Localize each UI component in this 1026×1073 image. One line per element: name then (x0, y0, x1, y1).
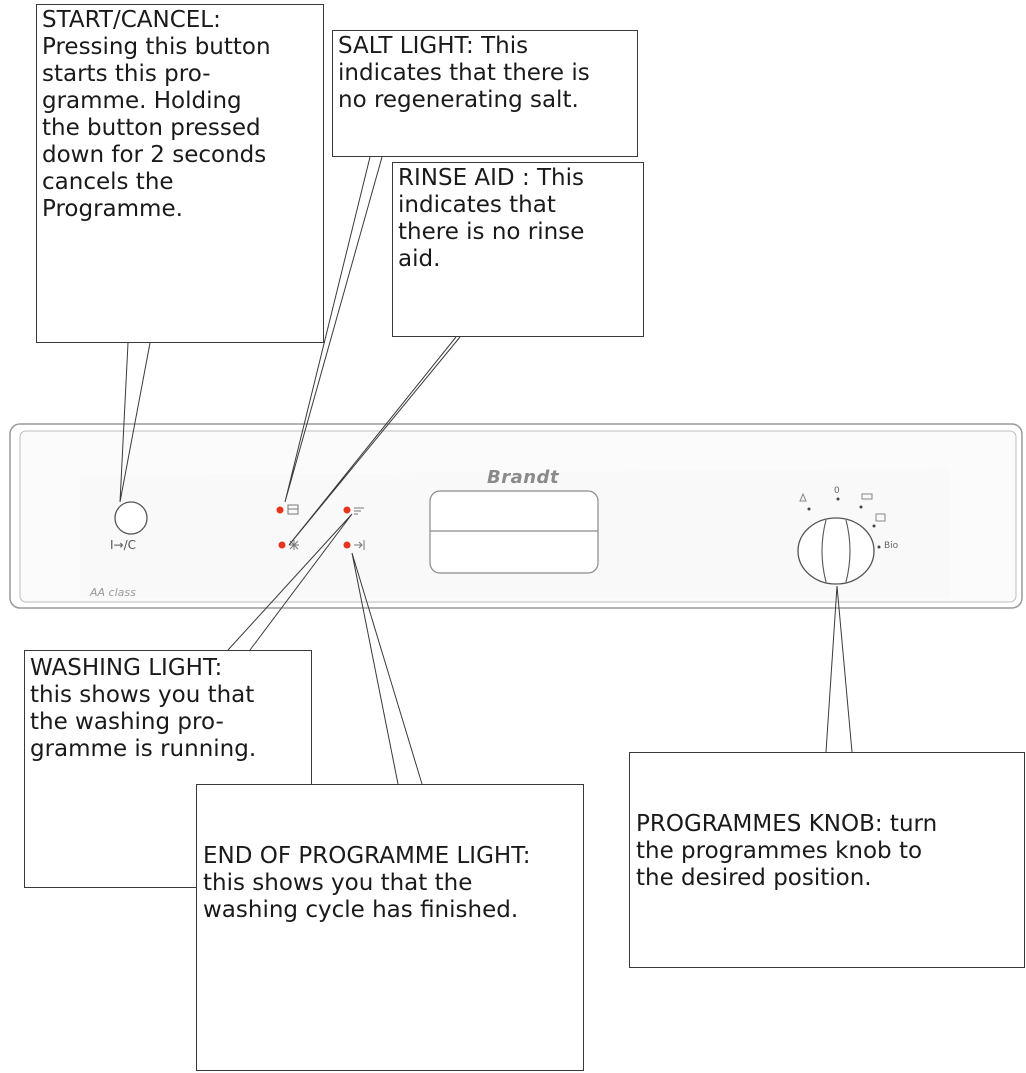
salt-icon (287, 504, 299, 515)
end-programme-led (343, 541, 351, 549)
callout-line: starts this pro- (42, 61, 211, 87)
callout-line: cancels the (42, 169, 174, 195)
leader-end (351, 552, 423, 785)
knob-grip (821, 519, 851, 583)
callout-line: gramme. Holding (42, 88, 242, 114)
washing-led (343, 506, 351, 514)
leader-rinse (288, 336, 461, 546)
brand-logo: Brandt (487, 467, 560, 488)
callout-line: the washing pro- (30, 709, 224, 735)
callout-line: no regenerating salt. (338, 87, 579, 113)
callout-line: the programmes knob to (636, 838, 923, 864)
leader-wash (227, 513, 353, 651)
callout-line: aid. (398, 246, 441, 272)
callout-line: the button pressed (42, 115, 261, 141)
callout-rinse-aid: RINSE AID : This indicates that there is… (392, 162, 644, 337)
callout-programmes-knob: PROGRAMMES KNOB: turn the programmes kno… (629, 752, 1025, 968)
callout-line: START/CANCEL: (42, 7, 221, 33)
knob-dot-2 (836, 497, 840, 501)
leader-salt (284, 156, 383, 503)
start-button-label: I→/C (110, 538, 137, 552)
callout-line: this shows you that (30, 682, 255, 708)
display-window (429, 490, 599, 574)
callout-line: indicates that there is (338, 60, 590, 86)
knob-dot-4 (872, 524, 876, 528)
callout-start-cancel: START/CANCEL: Pressing this button start… (36, 4, 324, 343)
callout-line: gramme is running. (30, 736, 257, 762)
callout-line: this shows you that the (203, 870, 473, 896)
programmes-knob[interactable] (797, 517, 875, 585)
knob-bio-mark: Bio (884, 541, 899, 551)
knob-dot-3 (859, 505, 863, 509)
callout-line: PROGRAMMES KNOB: turn (636, 811, 938, 837)
callout-line: END OF PROGRAMME LIGHT: (203, 843, 531, 869)
callout-text: END OF PROGRAMME LIGHT: this shows you t… (203, 843, 530, 924)
callout-line: washing cycle has finished. (203, 897, 519, 923)
leader-start (119, 342, 151, 503)
callout-end-of-programme: END OF PROGRAMME LIGHT: this shows you t… (196, 784, 584, 1071)
leader-lines (119, 156, 853, 785)
callout-text: WASHING LIGHT: this shows you that the w… (30, 655, 256, 763)
knob-dot-1 (807, 507, 811, 511)
callout-line: there is no rinse (398, 219, 585, 245)
callout-line: indicates that (398, 192, 556, 218)
callout-salt-light: SALT LIGHT: This indicates that there is… (332, 30, 638, 157)
callout-text: PROGRAMMES KNOB: turn the programmes kno… (636, 811, 937, 892)
callout-line: down for 2 seconds (42, 142, 267, 168)
callout-line: RINSE AID : This (398, 165, 585, 191)
rinse-aid-led (278, 541, 286, 549)
energy-class-label: AA class (90, 586, 136, 599)
knob-dot-5 (877, 545, 881, 549)
start-cancel-button[interactable] (114, 501, 148, 535)
washing-icon (354, 507, 364, 515)
knob-programme-icons (799, 492, 886, 522)
callout-line: the desired position. (636, 865, 872, 891)
end-arrow-icon (354, 540, 365, 550)
callout-line: Pressing this button (42, 34, 271, 60)
knob-zero-mark: 0 (834, 486, 840, 496)
leader-knob (825, 585, 853, 753)
callout-line: WASHING LIGHT: (30, 655, 223, 681)
rinse-aid-icon (289, 540, 299, 550)
callout-line: Programme. (42, 196, 183, 222)
salt-led (276, 506, 284, 514)
callout-line: SALT LIGHT: This (338, 33, 529, 59)
